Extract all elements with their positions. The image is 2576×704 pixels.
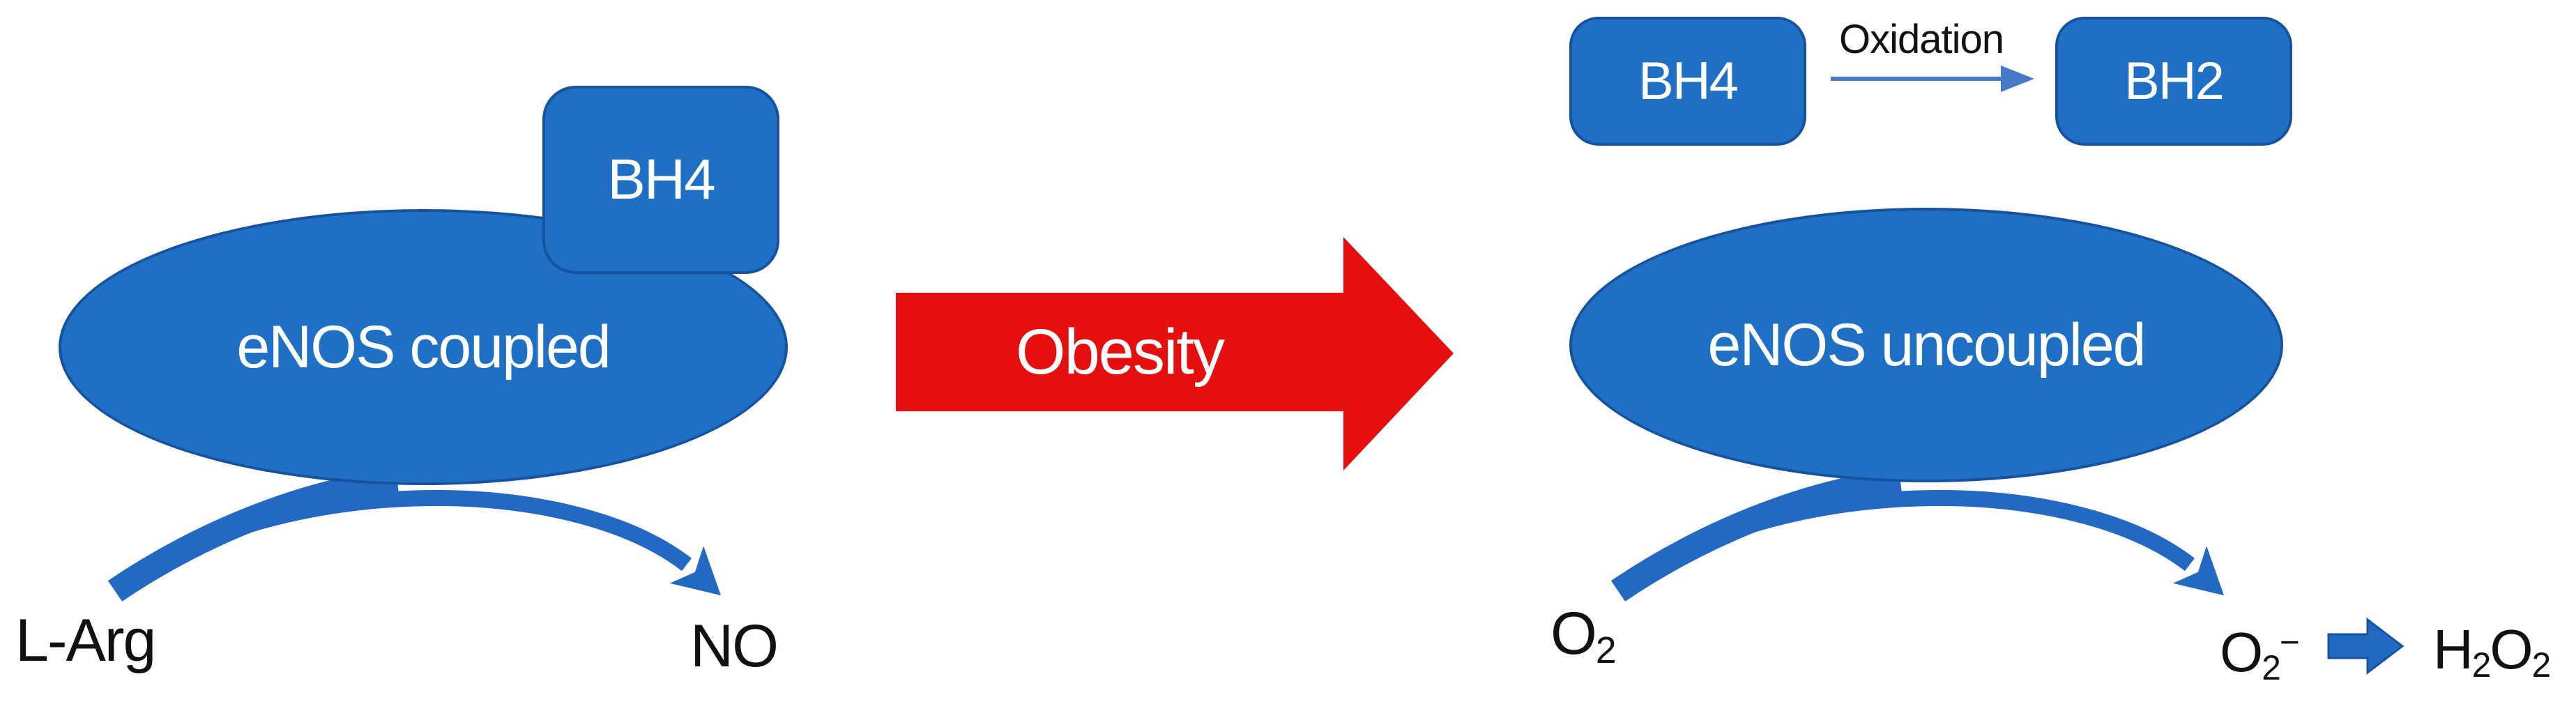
enos-uncoupled-ellipse: eNOS uncoupled [1569, 208, 2283, 482]
superoxide-label: O2− [2220, 621, 2300, 687]
reaction-arrow-right-icon [1610, 468, 2225, 602]
bh4-box-left: BH4 [542, 86, 779, 274]
conversion-arrow-icon [2327, 617, 2404, 675]
reaction-arrow-left-icon [107, 468, 722, 602]
obesity-arrow-icon [896, 237, 1454, 470]
o2-label: O2 [1550, 600, 1617, 671]
bh2-label: BH2 [2124, 51, 2225, 111]
enos-coupled-label: eNOS coupled [236, 314, 611, 381]
l-arg-label: L-Arg [15, 607, 156, 674]
enos-uncoupled-label: eNOS uncoupled [1707, 312, 2147, 378]
h2o2-label: H2O2 [2433, 618, 2551, 684]
bh2-box: BH2 [2055, 17, 2292, 146]
oxidation-label: Oxidation [1838, 17, 2004, 62]
obesity-label: Obesity [1016, 316, 1225, 388]
bh4-box-right: BH4 [1569, 17, 1806, 146]
bh4-left-label: BH4 [607, 148, 716, 211]
bh4-right-label: BH4 [1638, 51, 1739, 111]
oxidation-arrow-icon [1831, 66, 2034, 92]
no-label: NO [690, 613, 779, 680]
